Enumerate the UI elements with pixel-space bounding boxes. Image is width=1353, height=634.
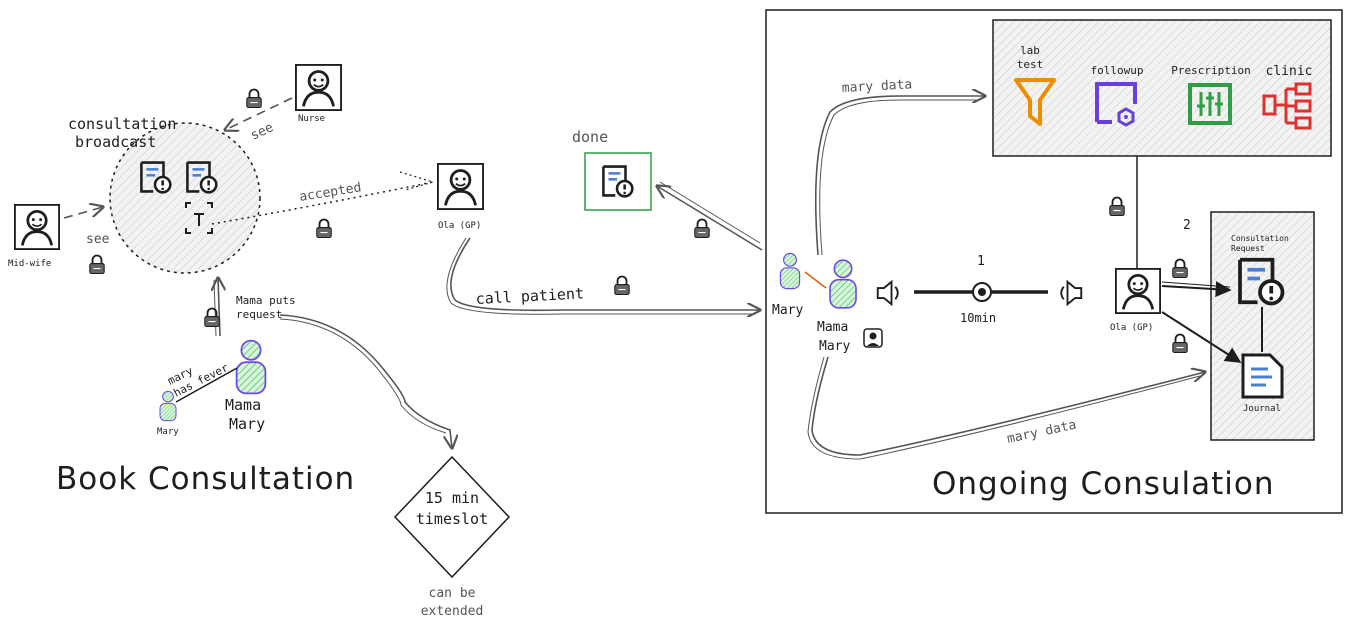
- done-arrow: [657, 186, 763, 251]
- mary-data-bottom-arrow: [811, 356, 1205, 456]
- mama-mary-left-l1: Mama: [225, 396, 261, 414]
- midwife-see-arrow: [63, 207, 103, 219]
- done-box[interactable]: [584, 152, 652, 211]
- ola-to-journal-arrow: [1161, 311, 1242, 363]
- followup-icon[interactable]: [1095, 82, 1137, 127]
- ola-right-label: Ola (GP): [1110, 323, 1153, 333]
- timeslot-line1: 15 min: [425, 489, 479, 507]
- ola-gp-avatar-icon[interactable]: [437, 163, 484, 210]
- ongoing-consultation-section: lab test followup Prescription clinic: [765, 9, 1343, 514]
- lab-test-label-l2: test: [1017, 58, 1044, 71]
- midwife-avatar-icon[interactable]: [14, 204, 60, 250]
- mary-data-top-label: mary data: [841, 77, 912, 96]
- prescription-icon[interactable]: [1188, 83, 1232, 125]
- journal-doc-icon[interactable]: [1241, 353, 1284, 399]
- midwife-see-label: see: [86, 232, 110, 247]
- nurse-see-arrow: [225, 97, 293, 130]
- broadcast-title-line2: broadcast: [75, 133, 156, 151]
- lock-icon: [693, 218, 711, 239]
- clinic-label: clinic: [1266, 64, 1313, 79]
- nurse-label: Nurse: [298, 114, 325, 124]
- scan-icon[interactable]: [185, 202, 213, 234]
- step-2-label: 2: [1183, 218, 1191, 233]
- midwife-label: Mid-wife: [8, 259, 51, 269]
- call-patient-label: call patient: [475, 284, 584, 308]
- mama-mary-left-l2: Mary: [229, 415, 265, 433]
- lock-icon: [245, 88, 263, 109]
- ongoing-consultation-title: Ongoing Consulation: [932, 466, 1275, 502]
- mama-puts-label-l2: request: [236, 308, 282, 321]
- timeslot-arrow: [279, 314, 452, 448]
- journal-label: Journal: [1243, 404, 1281, 414]
- ola-gp-right-avatar-icon[interactable]: [1115, 268, 1161, 314]
- mama-request-arrow: [218, 278, 220, 337]
- mary-child-avatar-icon[interactable]: [159, 390, 177, 422]
- mary-fever-link: [175, 367, 238, 403]
- ola-left-label: Ola (GP): [438, 221, 481, 231]
- nurse-see-label: see: [248, 120, 276, 144]
- face-id-icon[interactable]: [863, 328, 883, 348]
- accepted-label: accepted: [298, 180, 362, 205]
- tools-box: [992, 19, 1332, 157]
- clinic-hierarchy-icon[interactable]: [1262, 82, 1312, 130]
- filter-icon[interactable]: [1014, 78, 1056, 126]
- mama-mary-right-l2: Mary: [819, 339, 850, 354]
- book-consultation-section: consultation broadcast Nurse see Mid-wif…: [8, 64, 511, 619]
- timeslot-line2: timeslot: [416, 510, 488, 528]
- timeslot-note-l2: extended: [421, 604, 484, 619]
- consultation-request-label-l2: Request: [1231, 244, 1265, 253]
- middle-section: done call patient: [446, 128, 763, 314]
- timeslot-note-l1: can be: [429, 586, 476, 601]
- book-consultation-title: Book Consultation: [56, 461, 355, 497]
- lock-icon: [315, 218, 333, 239]
- timeline-duration: 10min: [960, 311, 996, 325]
- broadcast-title-line1: consultation: [68, 115, 176, 133]
- mary-child-right-avatar-icon[interactable]: [779, 252, 801, 290]
- prescription-label: Prescription: [1171, 64, 1250, 77]
- mary-right-label: Mary: [772, 303, 803, 318]
- ola-to-request-arrow: [1161, 281, 1232, 298]
- timeline-marker: 1: [977, 254, 985, 269]
- call-patient-arrow: [450, 237, 760, 310]
- mama-mary-avatar-icon[interactable]: [235, 339, 267, 395]
- mama-puts-label-l1: Mama puts: [236, 294, 296, 307]
- mary-data-top-arrow: [814, 96, 985, 256]
- timeslot-diamond[interactable]: [393, 455, 511, 579]
- broadcast-circle: [109, 122, 261, 274]
- mama-mary-right-l1: Mama: [817, 320, 848, 335]
- followup-label: followup: [1091, 64, 1144, 77]
- consultation-request-label-l1: Consultation: [1231, 234, 1289, 243]
- nurse-avatar-icon[interactable]: [295, 64, 342, 111]
- lab-test-label-l1: lab: [1020, 44, 1040, 57]
- mama-mary-right-avatar-icon[interactable]: [829, 259, 857, 309]
- lock-icon: [613, 275, 631, 296]
- lock-icon: [88, 254, 106, 275]
- done-label: done: [572, 128, 608, 146]
- lock-icon: [203, 307, 221, 328]
- mary-left-label: Mary: [157, 427, 179, 437]
